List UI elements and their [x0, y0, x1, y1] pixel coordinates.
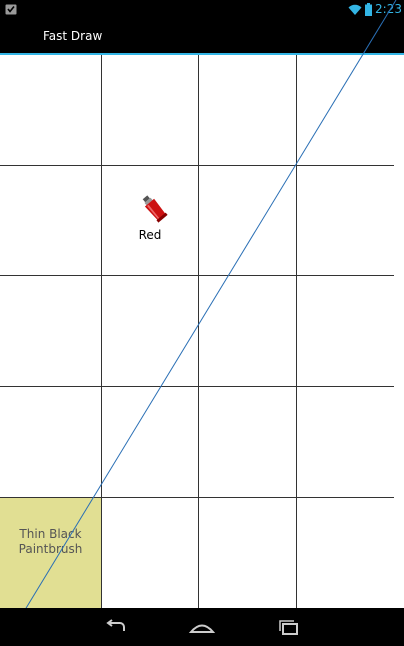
action-bar: Fast Draw	[0, 19, 404, 55]
brush-cell-thin-black[interactable]: Thin Black Paintbrush	[0, 498, 101, 608]
notification-check-icon	[5, 4, 17, 15]
wifi-icon	[348, 4, 362, 15]
brush-label: Thin Black Paintbrush	[18, 527, 83, 556]
battery-icon	[365, 3, 373, 16]
back-icon[interactable]	[102, 617, 130, 637]
home-icon[interactable]	[188, 617, 216, 637]
status-indicators: 2:23	[348, 0, 402, 19]
status-bar: 2:23	[0, 0, 404, 19]
color-cell-red[interactable]: Red	[102, 166, 198, 275]
app-title: Fast Draw	[43, 29, 103, 43]
drawing-canvas[interactable]: Red Thin Black Paintbrush	[0, 55, 404, 608]
paint-tube-icon	[142, 195, 168, 223]
navigation-bar	[0, 608, 404, 646]
status-time: 2:23	[375, 2, 402, 16]
recent-apps-icon[interactable]	[275, 617, 303, 637]
color-label: Red	[138, 228, 162, 242]
